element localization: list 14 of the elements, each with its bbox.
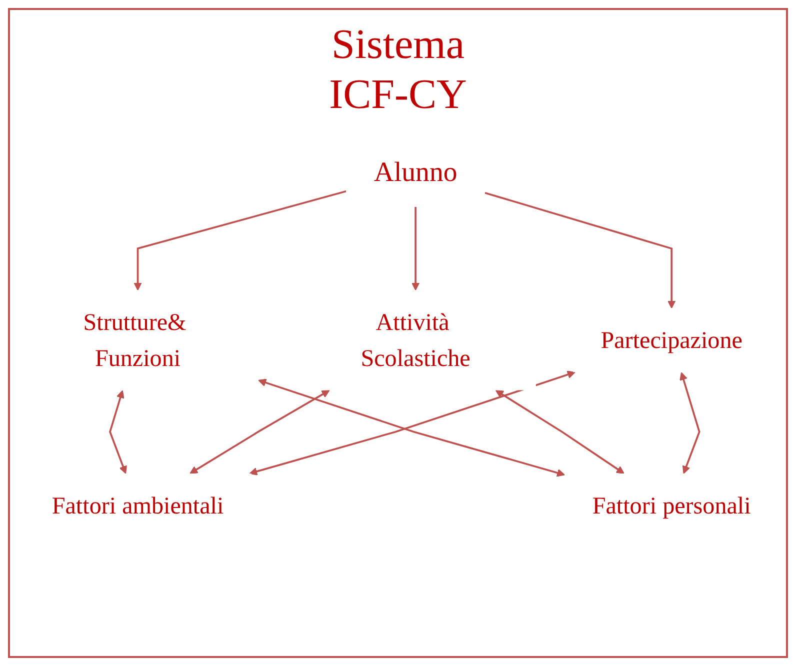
node-text: Fattori ambientali: [52, 492, 224, 519]
arrow: [680, 372, 700, 474]
node-text: Strutture& Funzioni: [83, 308, 186, 372]
arrow: [411, 206, 420, 291]
node-text: Fattori personali: [592, 492, 751, 519]
node-text: Partecipazione: [600, 326, 742, 354]
arrow: [484, 192, 676, 309]
diagram-title: Sistema ICF-CY: [328, 21, 468, 120]
arrow: [495, 390, 624, 474]
node-text: Alunno: [374, 156, 458, 188]
node-text: Attività Scolastiche: [360, 308, 470, 372]
arrow: [109, 390, 127, 474]
arrow: [134, 190, 346, 291]
arrow: [190, 390, 330, 474]
